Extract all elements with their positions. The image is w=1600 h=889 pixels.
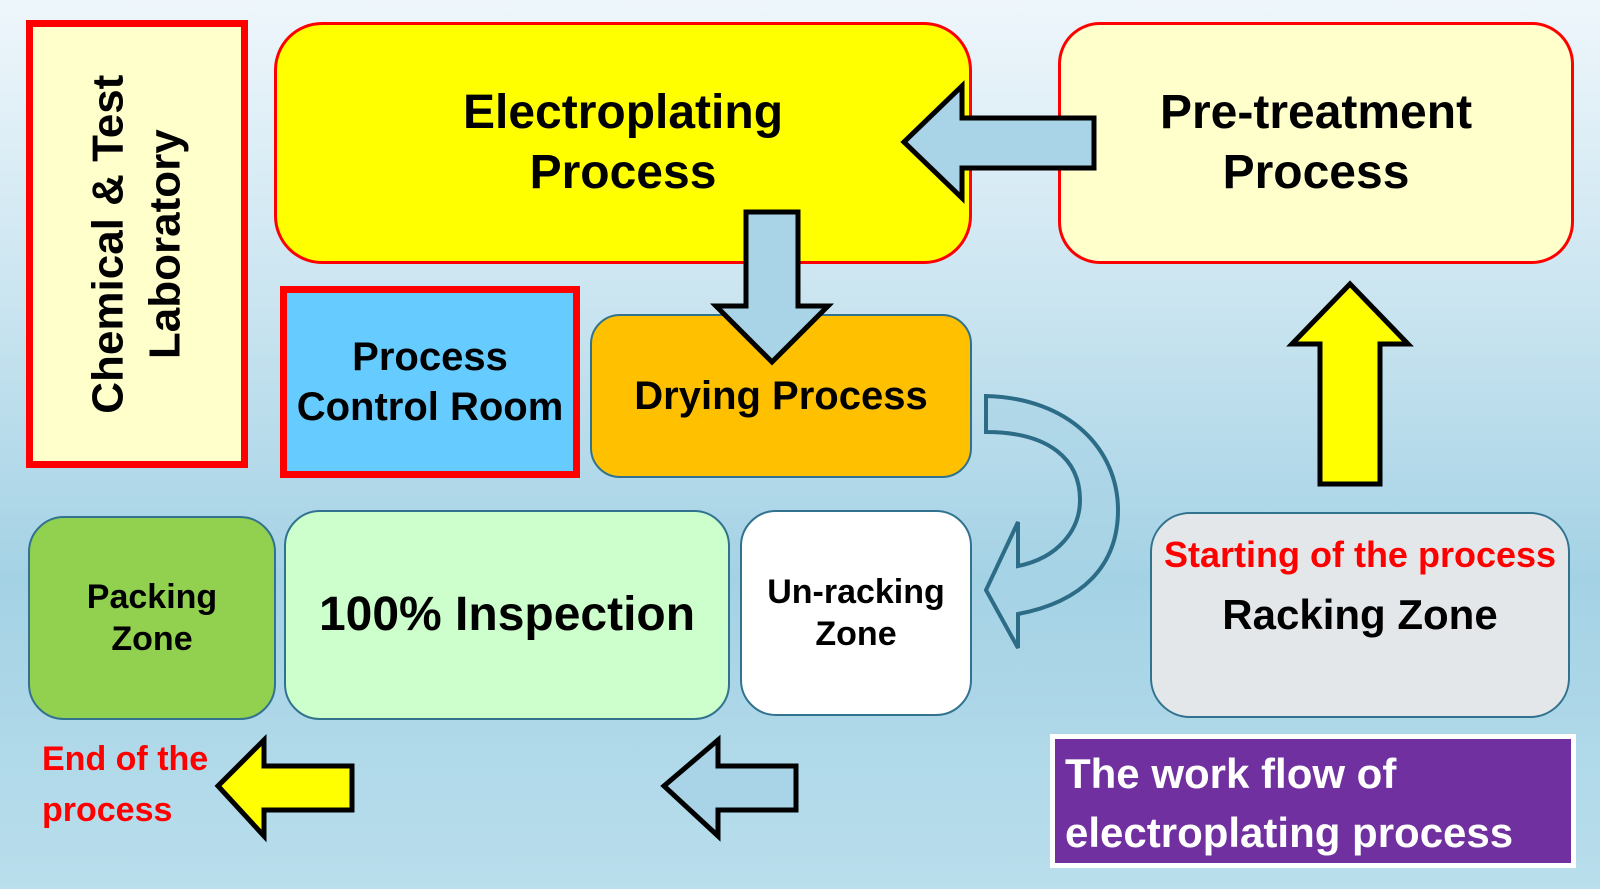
unracking-label-line2: Zone <box>815 615 897 653</box>
drying-label: Drying Process <box>634 374 928 418</box>
arrow-left-icon <box>214 733 355 843</box>
electroplating-label-line1: Electroplating <box>462 86 784 139</box>
racking-label: Racking Zone <box>1222 591 1498 638</box>
control-room-label-line2: Control Room <box>296 385 564 429</box>
inspection-label: 100% Inspection <box>318 588 696 641</box>
electroplating-label-line2: Process <box>529 146 717 199</box>
title-line2: electroplating process <box>1065 808 1514 856</box>
control-room-label-line1: Process <box>352 335 508 379</box>
arrow-up-icon <box>1286 280 1414 487</box>
process-control-room-box: Process Control Room <box>280 286 580 478</box>
arrow-left-icon <box>900 80 1097 204</box>
inspection-box: 100% Inspection <box>284 510 730 720</box>
pretreatment-label-line1: Pre-treatment <box>1159 86 1473 139</box>
diagram-title-box: The work flow of electroplating process <box>1050 734 1576 868</box>
electroplating-process-box: Electroplating Process <box>274 22 972 264</box>
racking-zone-box: Starting of the process Racking Zone <box>1150 512 1570 718</box>
end-label-line2: process <box>42 791 173 829</box>
packing-zone-box: Packing Zone <box>28 516 276 720</box>
end-of-process-label: End of the process <box>42 734 208 836</box>
pretreatment-label-line2: Process <box>1222 146 1410 199</box>
arrow-left-icon <box>660 734 799 842</box>
curved-arrow-icon <box>983 393 1121 649</box>
packing-label-line2: Zone <box>111 620 193 658</box>
pretreatment-process-box: Pre-treatment Process <box>1058 22 1574 264</box>
title-line1: The work flow of <box>1065 750 1397 797</box>
unracking-zone-box: Un-racking Zone <box>740 510 972 716</box>
end-label-line1: End of the <box>42 740 209 778</box>
start-of-process-label: Starting of the process <box>1163 534 1557 575</box>
packing-label-line1: Packing <box>86 577 218 616</box>
unracking-label-line1: Un-racking <box>767 572 945 611</box>
arrow-down-icon <box>709 209 835 366</box>
chemical-test-laboratory-box: Chemical & Test Laboratory <box>26 20 248 468</box>
